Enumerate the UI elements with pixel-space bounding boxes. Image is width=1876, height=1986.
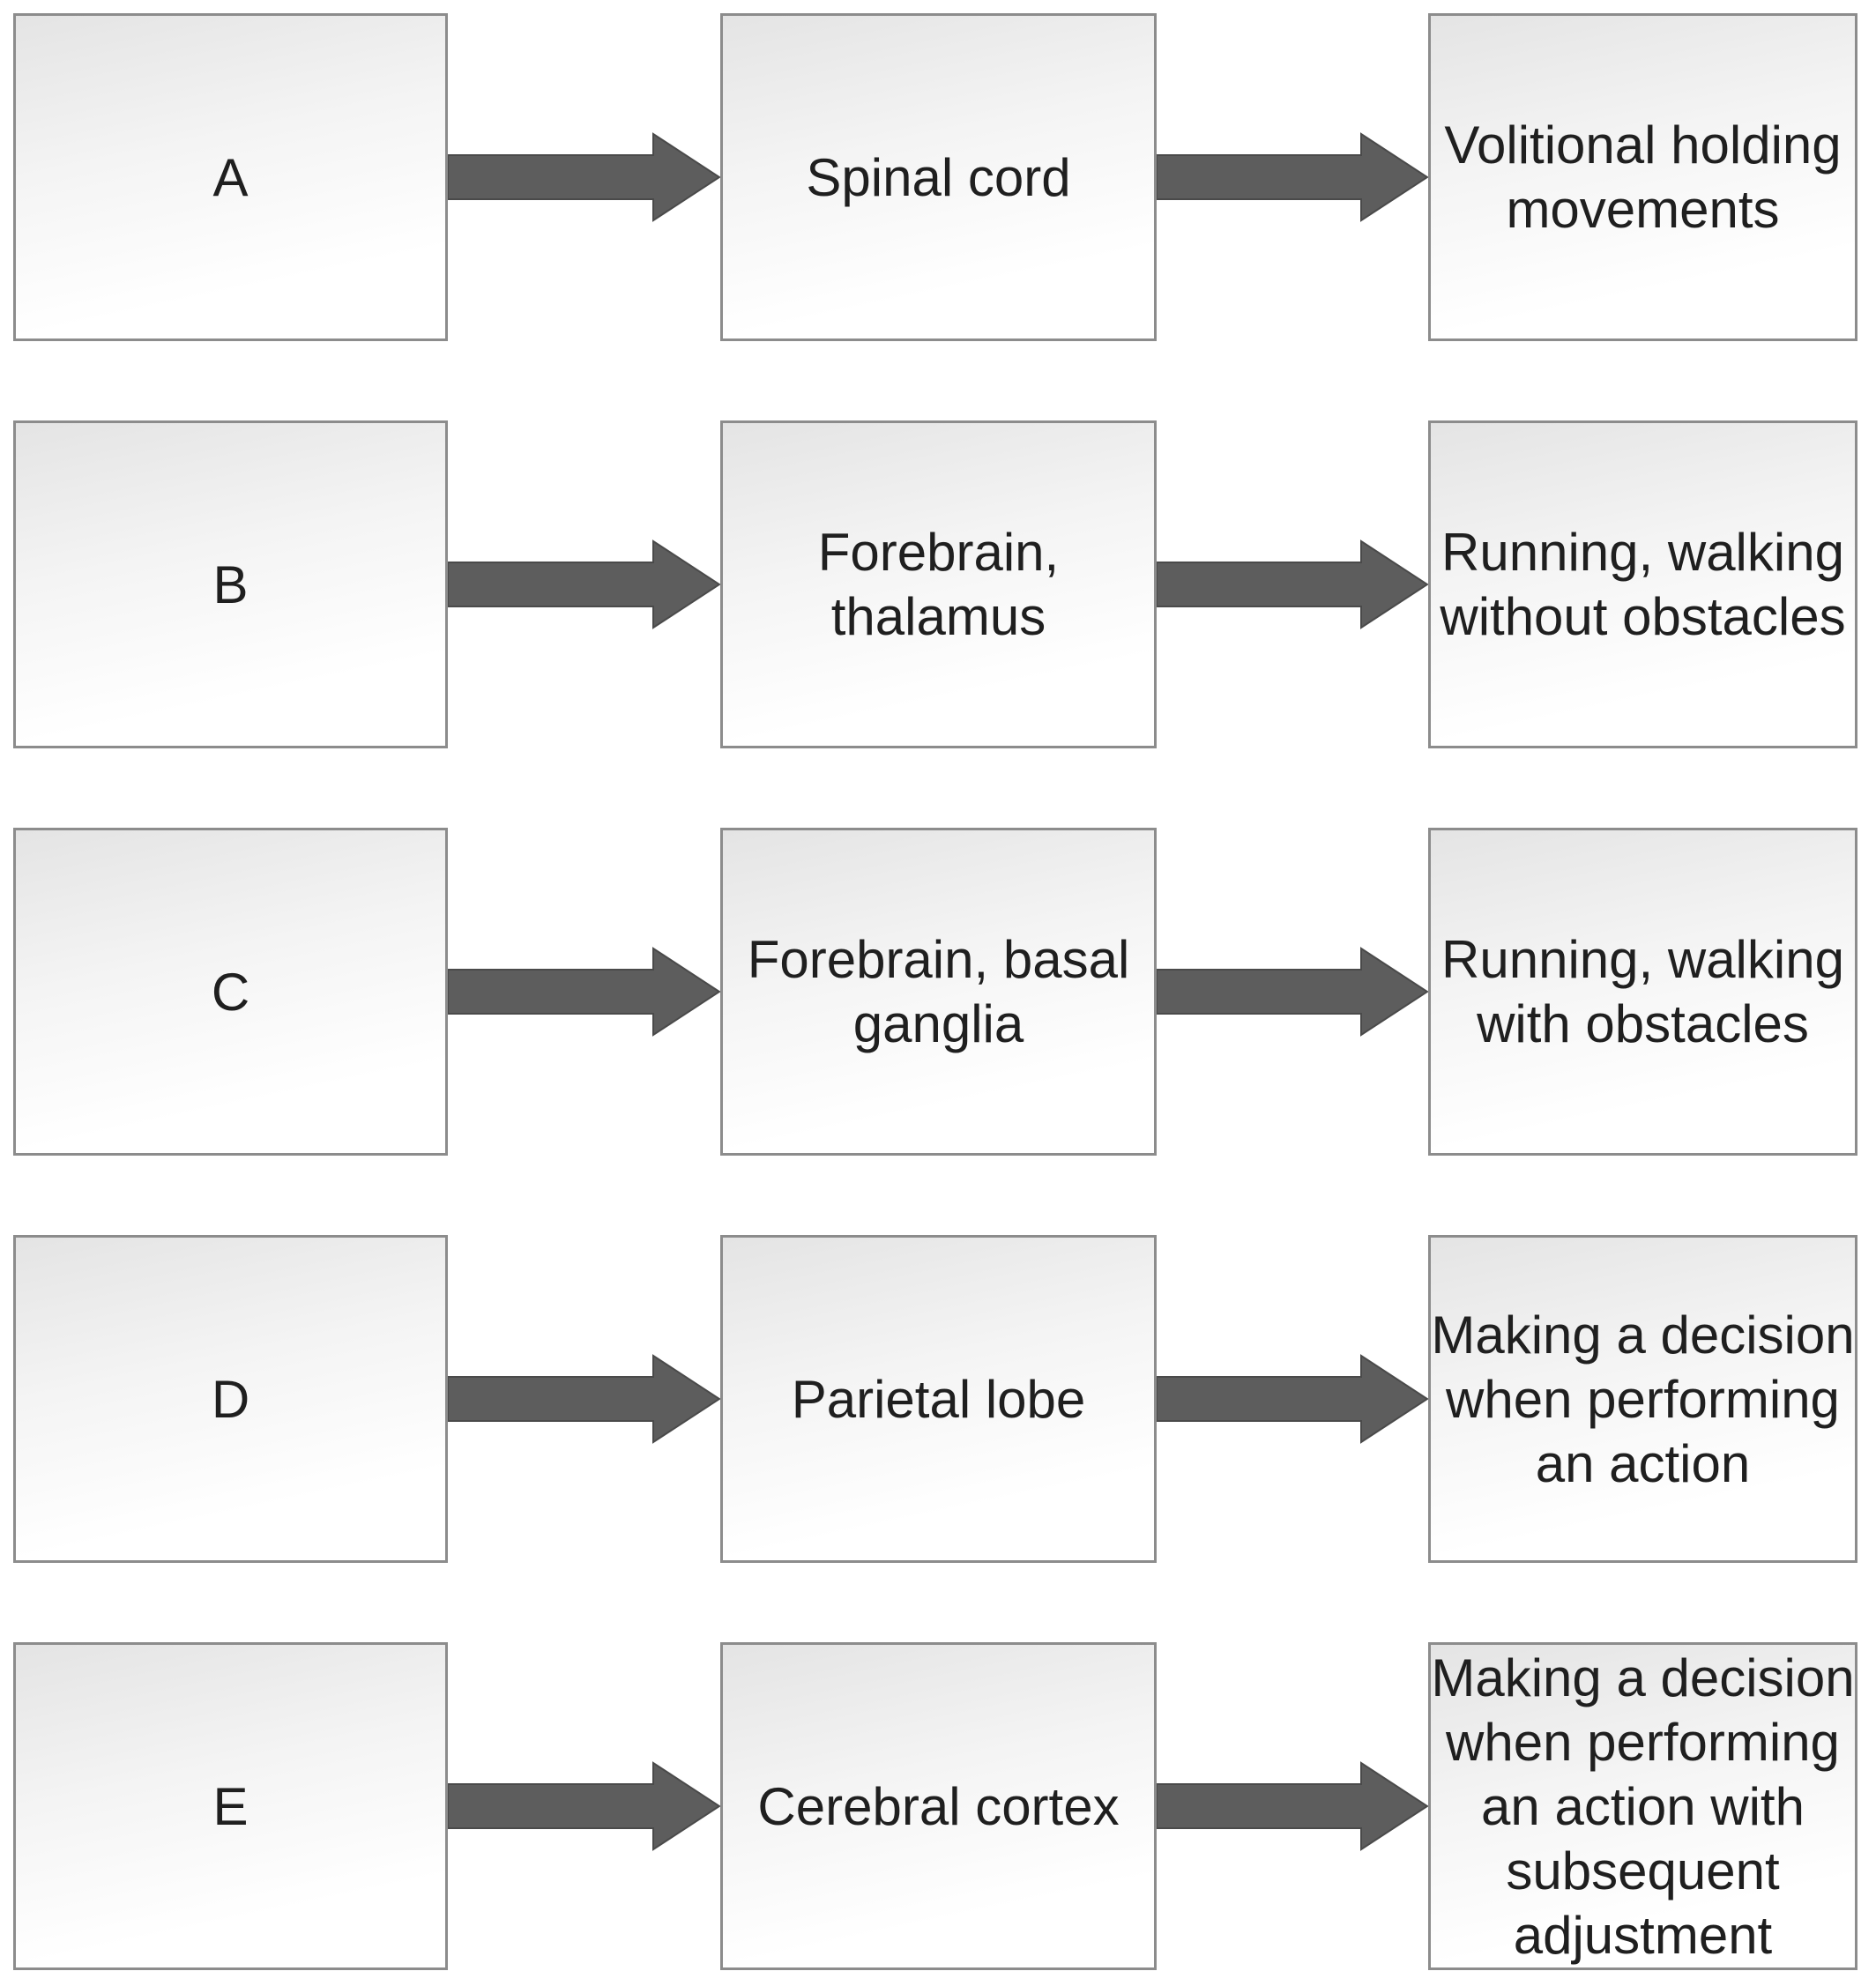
function-label: Making a decision when performing an act… <box>1431 1305 1855 1493</box>
right-arrow-icon <box>1157 539 1428 629</box>
function-label: Volitional holding movements <box>1444 115 1842 239</box>
option-box-e: E <box>13 1642 448 1970</box>
row-a: A Spinal cord Volitional holding movemen… <box>13 13 1876 341</box>
function-box: Running, walking with obstacles <box>1428 828 1857 1156</box>
row-e: E Cerebral cortex Making a decision when… <box>13 1642 1876 1970</box>
structure-label: Forebrain, basal ganglia <box>747 930 1130 1053</box>
structure-box: Cerebral cortex <box>720 1642 1157 1970</box>
right-arrow-icon <box>448 947 720 1037</box>
function-box: Running, walking without obstacles <box>1428 420 1857 748</box>
right-arrow-icon <box>448 539 720 629</box>
function-box: Making a decision when performing an act… <box>1428 1642 1857 1970</box>
structure-box: Forebrain, thalamus <box>720 420 1157 748</box>
right-arrow-icon <box>448 1761 720 1851</box>
right-arrow-icon <box>448 1354 720 1444</box>
function-box: Making a decision when performing an act… <box>1428 1235 1857 1563</box>
option-letter: A <box>212 147 249 207</box>
structure-box: Forebrain, basal ganglia <box>720 828 1157 1156</box>
structure-label: Spinal cord <box>806 147 1071 207</box>
right-arrow-icon <box>1157 947 1428 1037</box>
right-arrow-icon <box>1157 132 1428 222</box>
right-arrow-icon <box>448 132 720 222</box>
right-arrow-icon <box>1157 1761 1428 1851</box>
option-box-d: D <box>13 1235 448 1563</box>
row-c: C Forebrain, basal ganglia Running, walk… <box>13 828 1876 1156</box>
option-box-a: A <box>13 13 448 341</box>
structure-label: Forebrain, thalamus <box>817 523 1060 646</box>
option-letter: C <box>211 962 250 1022</box>
function-box: Volitional holding movements <box>1428 13 1857 341</box>
option-box-b: B <box>13 420 448 748</box>
option-letter: E <box>212 1776 249 1836</box>
row-b: B Forebrain, thalamus Running, walking w… <box>13 420 1876 748</box>
option-box-c: C <box>13 828 448 1156</box>
function-label: Running, walking with obstacles <box>1441 930 1844 1053</box>
structure-label: Parietal lobe <box>791 1369 1086 1429</box>
option-letter: D <box>211 1369 250 1429</box>
right-arrow-icon <box>1157 1354 1428 1444</box>
function-label: Running, walking without obstacles <box>1440 523 1846 646</box>
structure-box: Spinal cord <box>720 13 1157 341</box>
row-d: D Parietal lobe Making a decision when p… <box>13 1235 1876 1563</box>
structure-box: Parietal lobe <box>720 1235 1157 1563</box>
function-label: Making a decision when performing an act… <box>1431 1648 1855 1965</box>
option-letter: B <box>212 554 249 614</box>
structure-label: Cerebral cortex <box>757 1776 1120 1836</box>
